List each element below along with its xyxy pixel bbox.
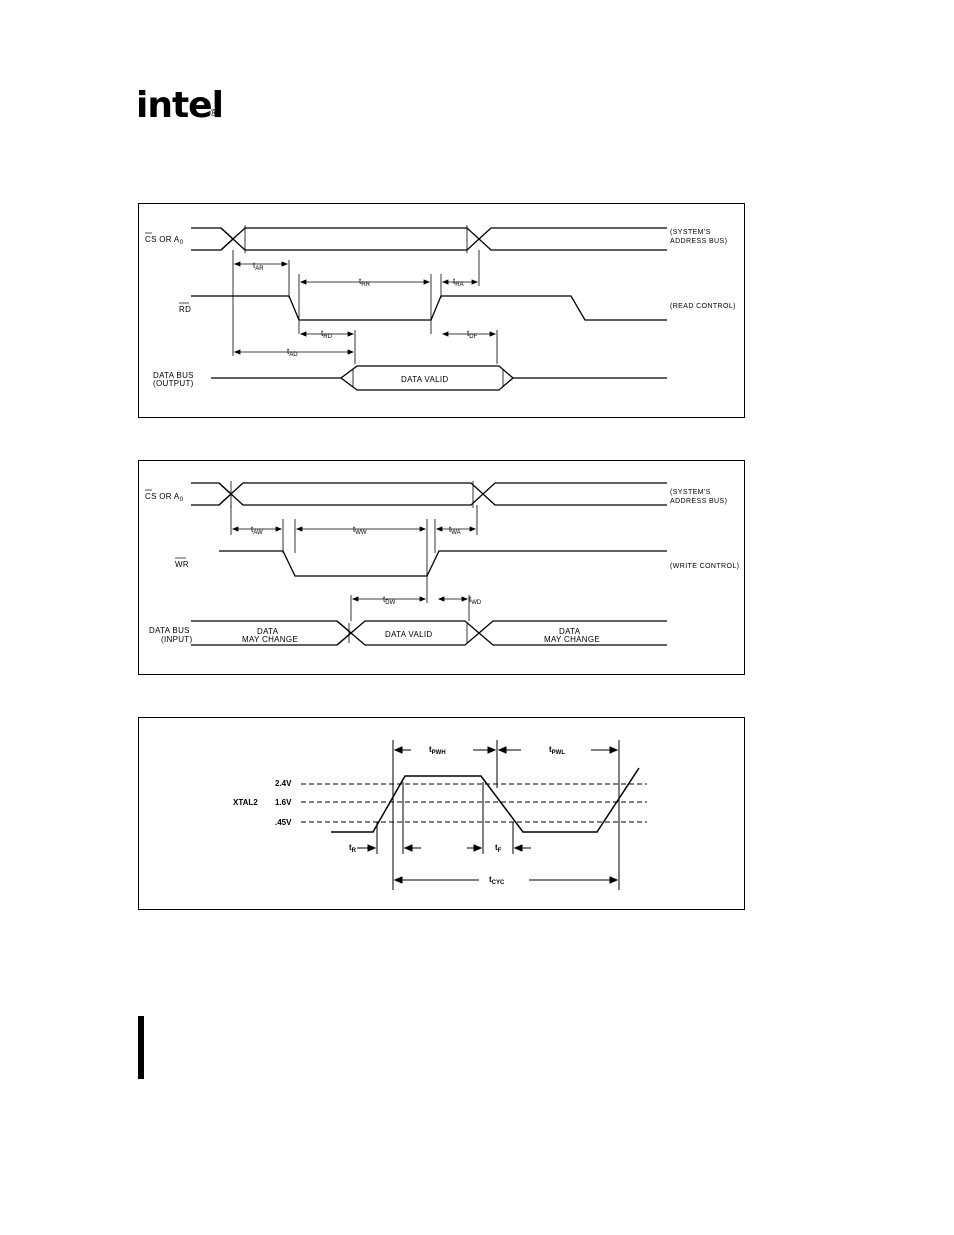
level-2-4v-label: 2.4V xyxy=(275,779,292,788)
cs-a0-label: CS OR A0 xyxy=(145,235,184,246)
address-bus-label-line2: ADDRESS BUS) xyxy=(670,238,727,245)
address-bus-label-line1: (SYSTEM'S xyxy=(670,489,711,496)
may-change-right-line2: MAY CHANGE xyxy=(544,635,600,644)
cs-address-top xyxy=(219,483,667,494)
may-change-left-line2: MAY CHANGE xyxy=(242,635,298,644)
intel-logo: intel ® xyxy=(136,86,226,130)
level-0-45v-label: .45V xyxy=(275,818,292,827)
address-bus-label-line1: (SYSTEM'S xyxy=(670,229,711,236)
t-rd-label: tRD xyxy=(321,329,333,340)
data-bus-direction-label: (INPUT) xyxy=(161,635,192,644)
wr-label: WR xyxy=(175,560,189,569)
registered-mark: ® xyxy=(210,108,217,119)
read-control-label: (READ CONTROL) xyxy=(670,303,736,310)
t-r-label: tR xyxy=(349,843,357,854)
cs-address-left xyxy=(191,483,231,505)
address-bus-label-line2: ADDRESS BUS) xyxy=(670,498,727,505)
read-timing-diagram: CS OR A0 RD DATA BUS (OUTPUT) (SYSTEM'S … xyxy=(138,203,745,418)
t-ww-label: tWW xyxy=(353,525,367,536)
t-ra-label: tRA xyxy=(453,277,464,288)
t-ad-label: tAD xyxy=(287,347,298,358)
t-cyc-label: tCYC xyxy=(489,875,505,886)
cs-a0-label: CS OR A0 xyxy=(145,492,184,503)
logo-wordmark: intel xyxy=(136,86,223,126)
read-timing-svg: CS OR A0 RD DATA BUS (OUTPUT) (SYSTEM'S … xyxy=(139,204,744,417)
t-rr-label: tRR xyxy=(359,277,371,288)
t-f-label: tF xyxy=(495,843,502,854)
rd-label: RD xyxy=(179,305,191,314)
write-timing-diagram: CS OR A0 WR DATA BUS (INPUT) (SYSTEM'S A… xyxy=(138,460,745,675)
cs-address-bottom xyxy=(219,494,667,505)
revision-change-bar xyxy=(138,1016,144,1079)
cs-address-top xyxy=(221,228,667,239)
clock-timing-diagram: 2.4V 1.6V .45V XTAL2 tPWH tPWL tR tF tCY… xyxy=(138,717,745,910)
data-valid-label: DATA VALID xyxy=(401,375,448,384)
t-df-label: tDF xyxy=(467,329,478,340)
write-control-label: (WRITE CONTROL) xyxy=(670,563,739,570)
t-wa-label: tWA xyxy=(449,525,461,536)
t-dw-label: tDW xyxy=(383,595,396,606)
level-1-6v-label: 1.6V xyxy=(275,798,292,807)
xtal2-label: XTAL2 xyxy=(233,798,258,807)
data-valid-label: DATA VALID xyxy=(385,630,432,639)
data-bus-label: DATA BUS xyxy=(149,626,190,635)
t-wd-label: tWD xyxy=(469,595,482,606)
wr-waveform xyxy=(219,551,667,576)
write-timing-svg: CS OR A0 WR DATA BUS (INPUT) (SYSTEM'S A… xyxy=(139,461,744,674)
clock-timing-svg: 2.4V 1.6V .45V XTAL2 tPWH tPWL tR tF tCY… xyxy=(139,718,744,909)
cs-address-left xyxy=(191,228,233,250)
data-bus-direction-label: (OUTPUT) xyxy=(153,379,194,388)
t-pwl-label: tPWL xyxy=(549,745,565,756)
t-aw-label: tAW xyxy=(251,525,263,536)
rd-waveform xyxy=(191,296,667,320)
t-pwh-label: tPWH xyxy=(429,745,446,756)
cs-address-bottom xyxy=(221,239,667,250)
t-ar-label: tAR xyxy=(253,261,264,272)
